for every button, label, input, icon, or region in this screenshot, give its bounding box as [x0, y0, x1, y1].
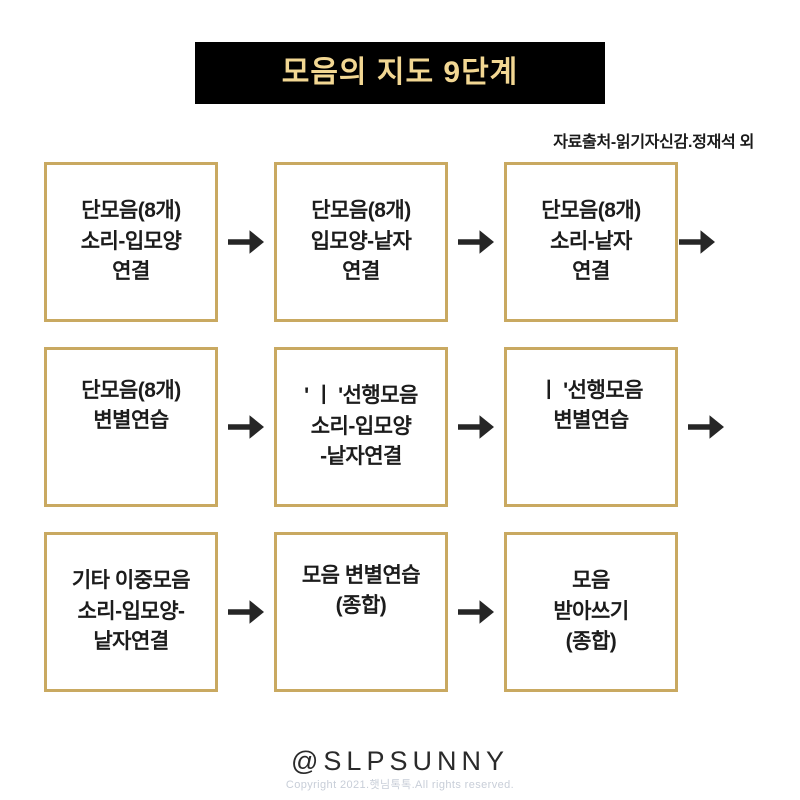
step-text-line: 모음 변별연습	[301, 564, 421, 587]
arrow-right-icon-trailing	[678, 347, 734, 507]
step-text-line: 입모양-낱자	[310, 229, 412, 253]
step-text-line: 소리-입모양-	[77, 599, 185, 623]
arrow-right-icon-trailing	[678, 162, 724, 322]
footer: @SLPSUNNY Copyright 2021.햇님톡톡.All rights…	[0, 746, 800, 792]
account-handle: @SLPSUNNY	[291, 745, 509, 776]
step-text-line: 연결	[112, 260, 150, 284]
step-text-line: 변별연습	[553, 409, 629, 433]
step-text-line: ' ㅣ '선행모음	[304, 384, 418, 408]
arrow-right-icon	[448, 347, 504, 507]
step-text-line: 소리-낱자	[550, 229, 632, 253]
arrow-right-icon	[218, 532, 274, 692]
arrow-right-icon	[218, 347, 274, 507]
step-text-line: 소리-입모양	[310, 414, 412, 438]
step-text-line: 소리-입모양	[80, 229, 182, 253]
flow-step-box-4[interactable]: 단모음(8개) 변별연습	[44, 347, 218, 507]
flow-step-box-8[interactable]: 모음 변별연습 (종합)	[274, 532, 448, 692]
flow-cell: 단모음(8개) 변별연습	[44, 347, 218, 507]
step-text-line: 받아쓰기	[553, 599, 629, 623]
step-text-line: 모음	[572, 569, 610, 593]
step-text-line: 연결	[572, 260, 610, 284]
arrow-right-icon	[448, 162, 504, 322]
step-text-line: -낱자연결	[320, 445, 402, 469]
title-banner: 모음의 지도 9단계	[195, 42, 605, 104]
step-text-line: 낱자연결	[93, 630, 169, 654]
arrow-right-icon	[218, 162, 274, 322]
arrow-right-icon	[448, 532, 504, 692]
step-text-line: (종합)	[335, 594, 387, 618]
step-text-line: (종합)	[565, 630, 617, 654]
copyright-notice: Copyright 2021.햇님톡톡.All rights reserved.	[285, 778, 515, 791]
step-text-line: 기타 이중모음	[71, 569, 191, 593]
step-text-line: 단모음(8개)	[81, 199, 181, 223]
step-text-line: 단모음(8개)	[311, 199, 411, 223]
step-text-line: 단모음(8개)	[541, 199, 641, 223]
source-credit: 자료출처-읽기자신감.정재석 외	[553, 134, 754, 151]
page-title: 모음의 지도 9단계	[281, 56, 519, 89]
flow-cell: 모음 변별연습 (종합)	[274, 532, 448, 692]
step-text-line: ㅣ '선행모음	[539, 379, 643, 402]
step-text-line: 연결	[342, 260, 380, 284]
step-text-line: 단모음(8개)	[81, 379, 181, 402]
step-text-line: 변별연습	[93, 409, 169, 433]
